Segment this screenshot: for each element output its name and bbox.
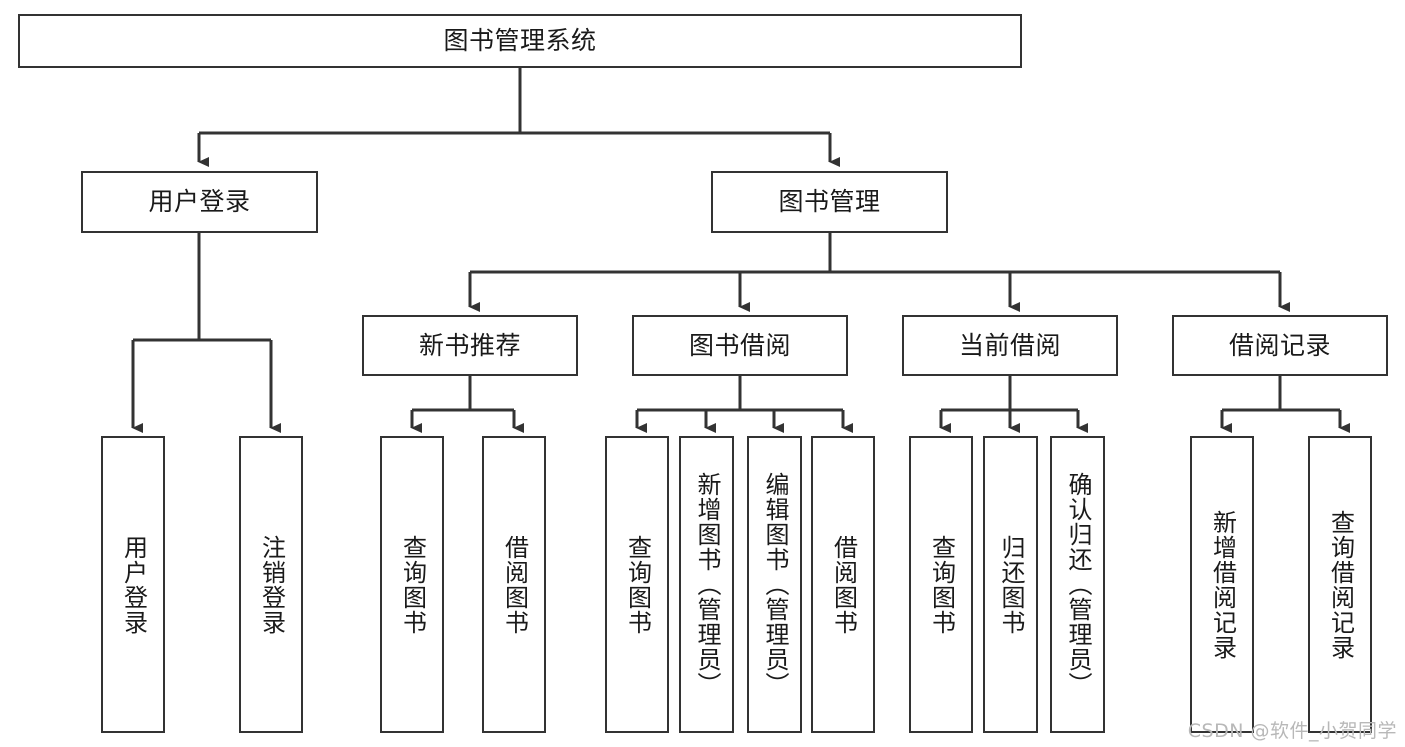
node-label: 借阅图书 [500,534,529,635]
node-leaf-book-borrow-borrow[interactable]: 借阅图书 [811,436,875,733]
node-new-book-recommend[interactable]: 新书推荐 [362,315,578,376]
node-label: 用户登录 [148,187,251,217]
node-leaf-new-book-borrow[interactable]: 借阅图书 [482,436,546,733]
node-label: 图书管理 [778,187,881,217]
node-label: 编辑图书（管理员） [760,472,789,697]
node-label: 图书借阅 [688,330,791,360]
node-root-book-management-system[interactable]: 图书管理系统 [18,14,1022,68]
node-leaf-borrow-record-add[interactable]: 新增借阅记录 [1190,436,1254,733]
node-user-login[interactable]: 用户登录 [81,171,318,233]
node-label: 查询图书 [398,534,427,635]
node-leaf-book-borrow-query[interactable]: 查询图书 [605,436,669,733]
node-label: 借阅记录 [1228,330,1331,360]
node-label: 图书管理系统 [443,26,597,56]
node-label: 确认归还（管理员） [1063,472,1092,697]
node-label: 新书推荐 [418,330,521,360]
node-book-borrow[interactable]: 图书借阅 [632,315,848,376]
node-leaf-user-login-logout[interactable]: 注销登录 [239,436,303,733]
node-label: 查询图书 [927,534,956,635]
node-borrow-record[interactable]: 借阅记录 [1172,315,1388,376]
node-leaf-book-borrow-edit[interactable]: 编辑图书（管理员） [747,436,802,733]
node-book-management[interactable]: 图书管理 [711,171,948,233]
node-label: 归还图书 [996,534,1025,635]
node-leaf-current-borrow-query[interactable]: 查询图书 [909,436,973,733]
node-leaf-current-borrow-confirm[interactable]: 确认归还（管理员） [1050,436,1105,733]
node-label: 注销登录 [257,534,286,635]
node-leaf-current-borrow-return[interactable]: 归还图书 [983,436,1038,733]
node-label: 查询借阅记录 [1326,509,1355,660]
node-leaf-book-borrow-add[interactable]: 新增图书（管理员） [679,436,734,733]
node-label: 用户登录 [119,534,148,635]
node-leaf-new-book-query[interactable]: 查询图书 [380,436,444,733]
node-label: 查询图书 [623,534,652,635]
connector-lines [131,68,1350,433]
node-leaf-borrow-record-query[interactable]: 查询借阅记录 [1308,436,1372,733]
watermark-text: CSDN @软件_小贺同学 [1187,720,1397,742]
node-label: 新增借阅记录 [1208,509,1237,660]
node-leaf-user-login-login[interactable]: 用户登录 [101,436,165,733]
node-label: 当前借阅 [958,330,1061,360]
node-label: 新增图书（管理员） [692,472,721,697]
node-label: 借阅图书 [829,534,858,635]
node-current-borrow[interactable]: 当前借阅 [902,315,1118,376]
